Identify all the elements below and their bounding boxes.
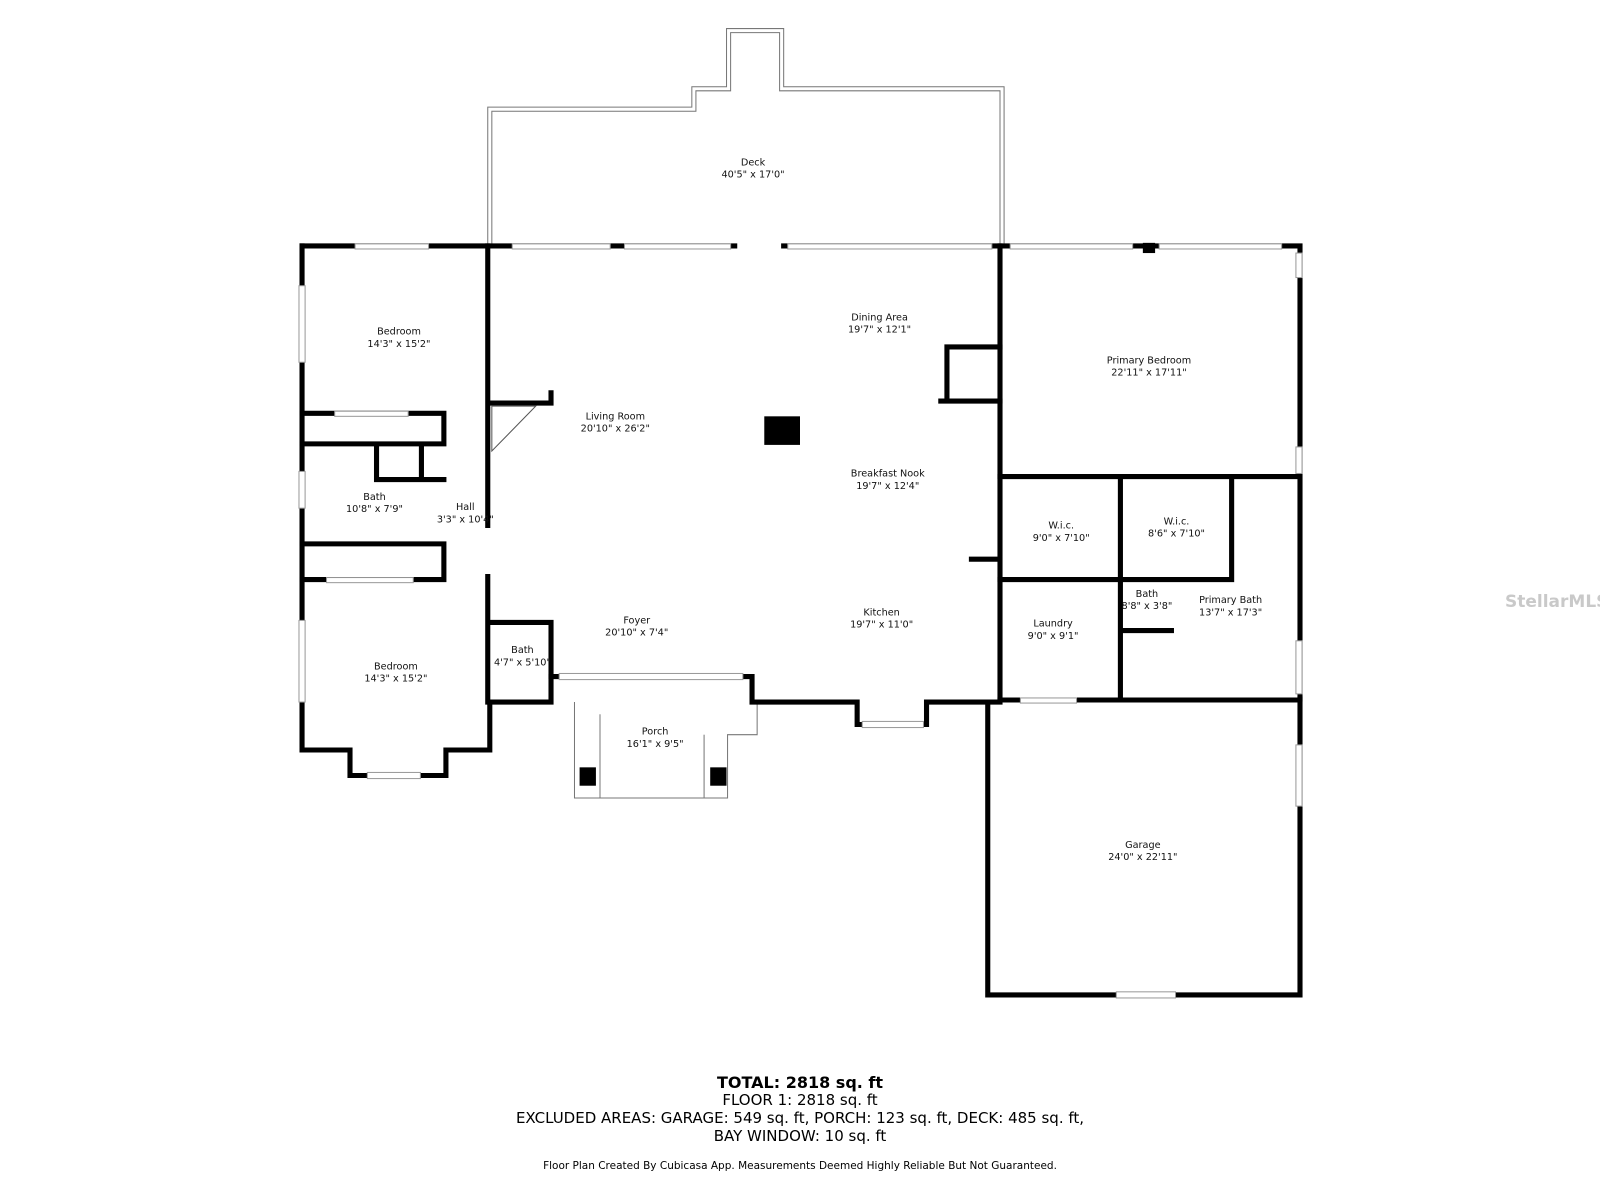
svg-text:Porch: Porch <box>642 727 669 738</box>
svg-text:3'3" x 10'4": 3'3" x 10'4" <box>437 514 494 525</box>
porch-column <box>579 767 596 786</box>
svg-text:Living Room: Living Room <box>586 411 645 422</box>
chimney <box>764 416 800 445</box>
svg-text:4'7" x 5'10": 4'7" x 5'10" <box>494 657 551 668</box>
svg-text:19'7" x 12'4": 19'7" x 12'4" <box>856 481 919 492</box>
svg-text:22'11" x 17'11": 22'11" x 17'11" <box>1111 368 1186 379</box>
svg-text:Dining Area: Dining Area <box>851 312 908 323</box>
svg-text:Laundry: Laundry <box>1033 619 1073 630</box>
svg-text:9'0" x 9'1": 9'0" x 9'1" <box>1028 631 1079 642</box>
disclaimer: Floor Plan Created By Cubicasa App. Meas… <box>543 1160 1057 1172</box>
svg-text:16'1" x 9'5": 16'1" x 9'5" <box>627 739 684 750</box>
svg-text:14'3" x 15'2": 14'3" x 15'2" <box>367 339 430 350</box>
svg-text:Kitchen: Kitchen <box>863 607 899 618</box>
room-label-living-room: Living Room 20'10" x 26'2" <box>581 411 650 434</box>
room-label-wic-2: W.i.c. 8'6" x 7'10" <box>1148 516 1205 539</box>
fireplace-icon <box>491 405 537 453</box>
total-area: TOTAL: 2818 sq. ft <box>716 1073 884 1092</box>
svg-text:20'10" x 7'4": 20'10" x 7'4" <box>605 628 668 639</box>
svg-text:Deck: Deck <box>741 157 766 168</box>
svg-text:Garage: Garage <box>1125 840 1161 851</box>
svg-text:Foyer: Foyer <box>623 615 650 626</box>
svg-text:Bath: Bath <box>511 645 534 656</box>
svg-text:W.i.c.: W.i.c. <box>1048 521 1074 532</box>
svg-text:9'0" x 7'10": 9'0" x 7'10" <box>1033 533 1090 544</box>
deck-outline <box>487 28 1005 246</box>
svg-text:W.i.c.: W.i.c. <box>1164 516 1190 527</box>
room-label-deck: Deck 40'5" x 17'0" <box>721 157 784 180</box>
room-label-wic-1: W.i.c.9'0" x 7'10" <box>1033 521 1090 544</box>
floor-area: FLOOR 1: 2818 sq. ft <box>722 1091 878 1109</box>
svg-text:Primary Bath: Primary Bath <box>1199 595 1262 606</box>
excluded-areas: EXCLUDED AREAS: GARAGE: 549 sq. ft, PORC… <box>515 1109 1085 1127</box>
svg-text:Bath: Bath <box>363 492 386 503</box>
svg-text:Primary Bedroom: Primary Bedroom <box>1107 355 1191 366</box>
svg-text:13'7" x 17'3": 13'7" x 17'3" <box>1199 607 1262 618</box>
room-label-primary-bedroom: Primary Bedroom 22'11" x 17'11" <box>1107 355 1191 378</box>
room-label-dining-area: Dining Area 19'7" x 12'1" <box>848 312 911 335</box>
bay-window-area: BAY WINDOW: 10 sq. ft <box>713 1127 887 1145</box>
svg-text:19'7" x 11'0": 19'7" x 11'0" <box>850 620 913 631</box>
svg-text:24'0" x 22'11": 24'0" x 22'11" <box>1108 852 1177 863</box>
svg-text:Bedroom: Bedroom <box>377 327 421 338</box>
windows <box>298 242 1303 999</box>
svg-text:20'10" x 26'2": 20'10" x 26'2" <box>581 424 650 435</box>
svg-text:40'5" x 17'0": 40'5" x 17'0" <box>721 170 784 181</box>
svg-text:19'7" x 12'1": 19'7" x 12'1" <box>848 325 911 336</box>
room-label-kitchen: Kitchen 19'7" x 11'0" <box>850 607 913 630</box>
svg-text:8'6" x 7'10": 8'6" x 7'10" <box>1148 529 1205 540</box>
svg-text:Bath: Bath <box>1136 589 1159 600</box>
porch-column <box>710 767 727 786</box>
svg-text:Bedroom: Bedroom <box>374 661 418 672</box>
porch-outline <box>573 702 758 799</box>
watermark: StellarMLS <box>1505 592 1600 612</box>
svg-text:10'8" x 7'9": 10'8" x 7'9" <box>346 504 403 515</box>
room-label-foyer: Foyer 20'10" x 7'4" <box>605 615 668 638</box>
svg-text:8'8" x 3'8": 8'8" x 3'8" <box>1122 601 1173 612</box>
svg-text:14'3" x 15'2": 14'3" x 15'2" <box>364 674 427 685</box>
room-label-bedroom-2: Bedroom 14'3" x 15'2" <box>364 661 427 684</box>
svg-text:Breakfast Nook: Breakfast Nook <box>851 469 925 480</box>
svg-text:Hall: Hall <box>456 502 475 513</box>
